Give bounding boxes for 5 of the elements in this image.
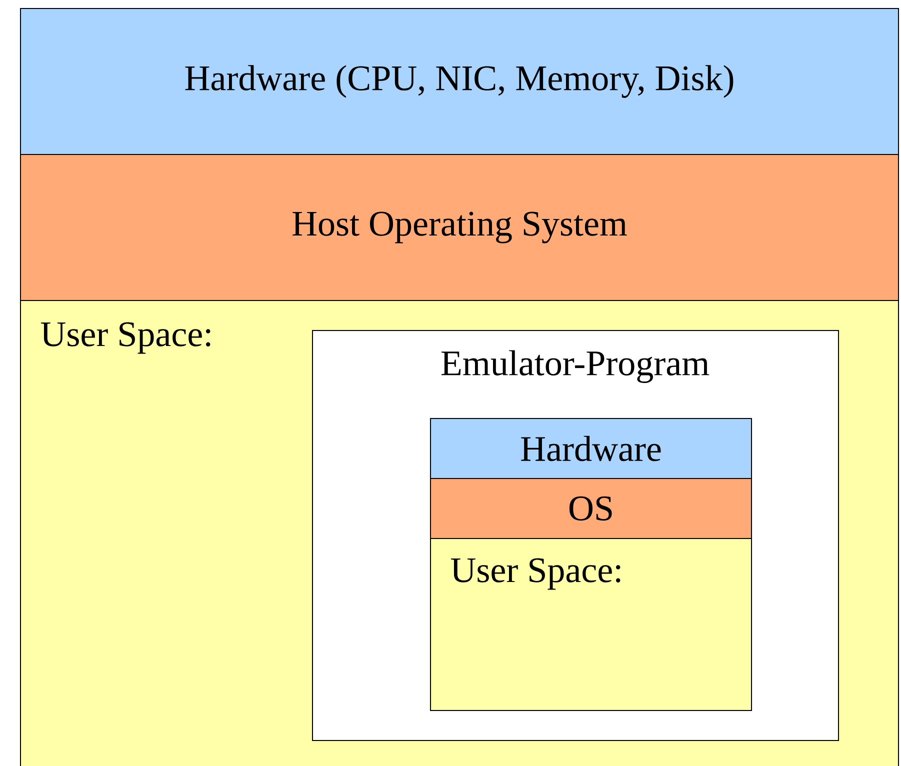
- os-band: OS: [430, 478, 752, 539]
- user-space-band: User Space:: [430, 538, 752, 711]
- hardware-band: Hardware: [430, 418, 752, 479]
- os-band: Host Operating System: [20, 154, 900, 301]
- hardware-band: Hardware (CPU, NIC, Memory, Disk): [20, 8, 900, 155]
